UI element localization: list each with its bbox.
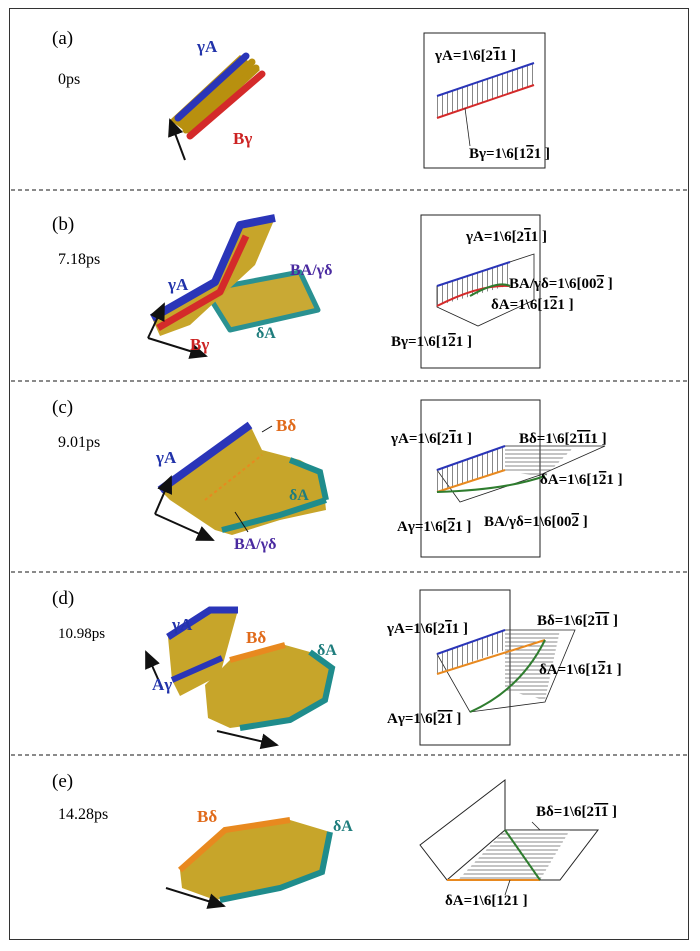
panel-letter: (b): [52, 214, 74, 235]
atom-label: Bγ: [233, 129, 252, 148]
atom-label: γA: [155, 448, 177, 467]
diagram-label: Bδ=1\6[2: [537, 613, 595, 629]
atom-label: γA: [196, 37, 218, 56]
atom-label: Bδ: [197, 807, 217, 826]
atom-label: BA/γδ: [234, 536, 276, 553]
panel-letter: (d): [52, 588, 74, 609]
svg-text:Bγ=1\6[121 ]: Bγ=1\6[121 ]: [469, 146, 550, 162]
atom-label: Bδ: [246, 628, 266, 647]
svg-text:Aγ=1\6[21 ]: Aγ=1\6[21 ]: [397, 519, 471, 535]
svg-text:δA=1\6[121 ]: δA=1\6[121 ]: [540, 472, 623, 488]
svg-text:γA=1\6[211 ]: γA=1\6[211 ]: [434, 48, 516, 64]
panel-letter: (e): [52, 771, 73, 792]
diagram-label: γA=1\6[2: [465, 229, 524, 245]
svg-text:δA=1\6[121 ]: δA=1\6[121 ]: [539, 662, 622, 678]
svg-text:δA=1\6[121 ]: δA=1\6[121 ]: [491, 297, 574, 313]
direction-arrow: [154, 513, 215, 541]
svg-text:Aγ=1\6[21 ]: Aγ=1\6[21 ]: [387, 711, 461, 727]
svg-text:Bγ=1\6[121 ]: Bγ=1\6[121 ]: [391, 334, 472, 350]
diagram-label: BA/γδ=1\6[00: [509, 276, 597, 292]
svg-text:BA/γδ=1\6[002 ]: BA/γδ=1\6[002 ]: [509, 276, 613, 292]
time-label: 14.28ps: [58, 806, 108, 823]
atom-label: δA: [333, 818, 353, 835]
atom-label: Bδ: [276, 416, 296, 435]
direction-arrow: [147, 337, 208, 359]
diagram-label: BA/γδ=1\6[00: [484, 514, 572, 530]
direction-arrow: [165, 887, 226, 909]
atom-label: γA: [167, 275, 189, 294]
diagram-label: Aγ=1\6[: [397, 519, 448, 535]
diagram-label: Aγ=1\6[: [387, 711, 438, 727]
direction-arrow: [147, 302, 165, 339]
atom-label: BA/γδ: [290, 262, 332, 279]
atom-label: δA: [317, 642, 337, 659]
atom-label: δA: [289, 487, 309, 504]
atom-label: γA: [171, 615, 193, 634]
diagram-label: Bδ=1\6[2: [519, 431, 577, 447]
panel-a: (a) 0ps γA Bγ γA=1\6[211 ] Bγ=1\6[121 ]: [52, 28, 550, 169]
panel-letter: (c): [52, 397, 73, 418]
panel-letter: (a): [52, 28, 73, 49]
diagram-label: δA=1\6[1: [539, 662, 598, 678]
diagram-label: γA=1\6[2: [386, 621, 445, 637]
schematic-diagram: γA=1\6[211 ] Bγ=1\6[121 ]: [423, 32, 550, 169]
diagram-label: δA=1\6[1: [540, 472, 599, 488]
time-label: 10.98ps: [58, 626, 105, 642]
diagram-label: Bγ=1\6[1: [391, 334, 448, 350]
schematic-diagram: Bδ=1\6[211 ] δA=1\6[121 ]: [419, 778, 617, 909]
direction-arrow: [216, 730, 279, 750]
time-label: 9.01ps: [58, 434, 100, 451]
diagram-label: Bγ=1\6[1: [469, 146, 526, 162]
diagram-label: γA=1\6[2: [434, 48, 493, 64]
figure-frame: [9, 8, 689, 940]
direction-arrow: [168, 118, 186, 161]
diagram-label: γA=1\6[2: [390, 431, 449, 447]
time-label: 0ps: [58, 71, 80, 88]
diagram-label: δA=1\6[121 ]: [445, 893, 528, 909]
svg-text:Bδ=1\6[2111 ]: Bδ=1\6[2111 ]: [519, 431, 607, 447]
schematic-diagram: γA=1\6[211 ] BA/γδ=1\6[002 ] δA=1\6[121 …: [391, 214, 613, 369]
panel-b: (b) 7.18ps γA BA/γδ Bγ δA γA=1\6[211 ] B…: [52, 214, 613, 369]
direction-arrow: [154, 475, 172, 515]
atom-cluster: [157, 421, 329, 535]
atom-label: δA: [256, 325, 276, 342]
diagram-label: Bδ=1\6[2: [536, 804, 594, 820]
atom-cluster: [166, 606, 336, 731]
panel-d: (d) 10.98ps γA Bδ δA Aγ γA=1\6[211 ] Bδ=…: [52, 588, 622, 750]
panel-separators: [11, 189, 688, 756]
panel-c: (c) 9.01ps γA Bδ δA BA/γδ γA=1\6[211 ] B…: [52, 397, 623, 558]
atom-label: Aγ: [152, 675, 172, 694]
schematic-diagram: γA=1\6[211 ] Bδ=1\6[2111 ] δA=1\6[121 ] …: [390, 399, 623, 558]
time-label: 7.18ps: [58, 251, 100, 268]
svg-text:Bδ=1\6[211 ]: Bδ=1\6[211 ]: [536, 804, 617, 820]
atom-cluster: [150, 214, 321, 336]
svg-text:γA=1\6[211 ]: γA=1\6[211 ]: [465, 229, 547, 245]
diagram-label: δA=1\6[1: [491, 297, 550, 313]
svg-text:γA=1\6[211 ]: γA=1\6[211 ]: [390, 431, 472, 447]
atom-cluster: [178, 817, 333, 903]
atom-cluster: [170, 52, 266, 140]
schematic-diagram: γA=1\6[211 ] Bδ=1\6[211 ] δA=1\6[121 ] A…: [386, 589, 622, 746]
svg-text:BA/γδ=1\6[002 ]: BA/γδ=1\6[002 ]: [484, 514, 588, 530]
panel-e: (e) 14.28ps Bδ δA Bδ=1\6[211 ] δA=1\6[12…: [52, 771, 617, 909]
svg-text:γA=1\6[211 ]: γA=1\6[211 ]: [386, 621, 468, 637]
svg-text:Bδ=1\6[211 ]: Bδ=1\6[211 ]: [537, 613, 618, 629]
atom-label: Bγ: [190, 335, 209, 354]
direction-arrow: [145, 650, 163, 689]
